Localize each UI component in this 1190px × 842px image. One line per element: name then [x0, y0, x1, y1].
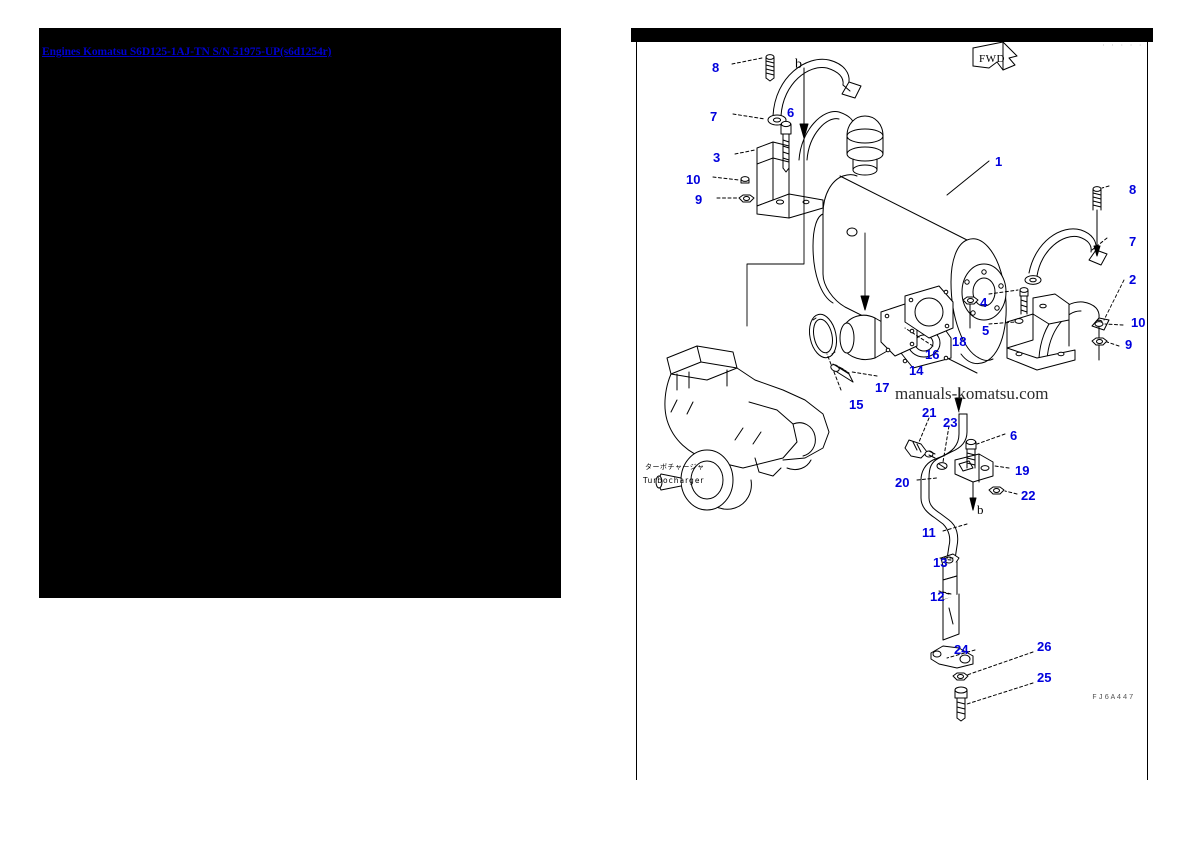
callout-number: 22	[1021, 488, 1036, 503]
callout-number: 19	[1015, 463, 1030, 478]
bolt-25	[954, 686, 968, 722]
callout-number: 9	[695, 192, 703, 207]
callout-number: 15	[849, 397, 864, 412]
callout-number: 12	[930, 589, 945, 604]
callout-number: 21	[922, 405, 937, 420]
callout-number: 25	[1037, 670, 1052, 685]
callout-number: 10	[1131, 315, 1146, 330]
callout-number: 6	[787, 105, 795, 120]
callout-number: 7	[710, 109, 718, 124]
callout-number: 8	[1129, 182, 1137, 197]
site-watermark: manuals-komatsu.com	[895, 384, 1049, 403]
callout-number: 17	[875, 380, 890, 395]
section-marker-b-lower: b	[969, 485, 984, 517]
bolt-8-right	[1092, 186, 1102, 257]
callout-number: 6	[1010, 428, 1018, 443]
document-title-model: S6D125-1AJ-TN S/N 51975-UP(s6d1254r)	[129, 46, 332, 58]
section-marker-b-lower-arrow	[955, 387, 963, 411]
washer-bracket-right	[1014, 318, 1024, 324]
document-preview-panel: Engines Komatsu S6D125-1AJ-TN S/N 51975-…	[39, 28, 561, 598]
callout-number: 24	[954, 642, 969, 657]
sheet-top-bar	[631, 28, 1153, 42]
callout-number: 1	[995, 154, 1003, 169]
washer-10-right	[1094, 321, 1104, 327]
callout-number: 2	[1129, 272, 1137, 287]
nut-22	[988, 486, 1005, 495]
callout-number: 7	[1129, 234, 1137, 249]
callout-number: 13	[933, 555, 948, 570]
fitting-21	[904, 439, 936, 459]
exhaust-muffler-exploded-drawing: FWD	[637, 28, 1147, 780]
callout-number: 4	[980, 295, 988, 310]
bolt-8-top-left	[765, 54, 775, 82]
parts-diagram-sheet: · · · · · FWD	[631, 28, 1153, 780]
bolt-6-upper	[780, 120, 792, 173]
turbocharger-manifold-assembly	[655, 345, 830, 511]
nut-9-right	[1091, 337, 1108, 346]
callout-number: 26	[1037, 639, 1052, 654]
fwd-marker-shape: FWD	[972, 41, 1018, 71]
callout-number: 20	[895, 475, 910, 490]
nut-4	[962, 296, 979, 329]
document-title-link[interactable]: Engines Komatsu S6D125-1AJ-TN S/N 51975-…	[42, 46, 331, 58]
gasket-ring-15	[808, 313, 838, 359]
callout-number: 18	[952, 334, 967, 349]
nut-26	[952, 672, 969, 681]
clamp-band-7-left	[767, 58, 862, 126]
bolt-upper-bracket-right	[1019, 287, 1029, 315]
callout-number: 9	[1125, 337, 1133, 352]
bolt-6-lower	[965, 438, 977, 469]
nut-9-left	[738, 194, 755, 203]
bracket-3	[756, 141, 824, 219]
section-marker-b-upper: b	[795, 57, 809, 139]
clamp-band-7-right	[1024, 228, 1108, 285]
callout-number: 23	[943, 415, 958, 430]
svg-text:FWD: FWD	[979, 53, 1005, 65]
turbocharger-label-jp: ターボチャージャ	[645, 463, 705, 471]
svg-text:b: b	[977, 502, 984, 517]
pipe-12	[942, 575, 960, 641]
callout-number: 10	[686, 172, 701, 187]
gasket-plate-18	[904, 285, 954, 339]
svg-text:b: b	[795, 57, 802, 72]
callout-number: 11	[922, 525, 936, 540]
fitting-23	[936, 462, 948, 470]
clamp-bracket-19	[954, 453, 994, 501]
callout-number: 3	[713, 150, 721, 165]
washer-10-left	[740, 176, 750, 184]
sheet-top-code: · · · · ·	[1101, 42, 1143, 49]
callout-number: 16	[925, 347, 940, 362]
callout-number: 14	[909, 363, 924, 378]
callout-number: 8	[712, 60, 720, 75]
figure-code: FJ6A447	[1092, 694, 1135, 702]
callout-number: 5	[982, 323, 990, 338]
turbocharger-label-en: Turbocharger	[643, 476, 705, 485]
bolt-17	[830, 363, 854, 383]
document-title-prefix: Engines Komatsu	[42, 46, 130, 58]
